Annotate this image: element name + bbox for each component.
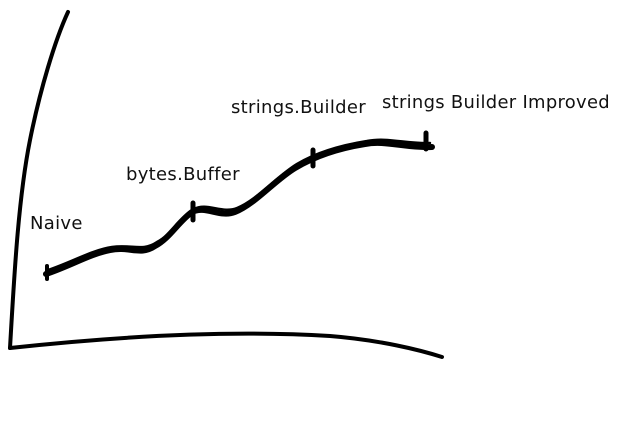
naive-label: Naive bbox=[30, 213, 83, 234]
y-axis bbox=[8, 10, 70, 350]
strings-builder-improved-label: strings Builder Improved bbox=[382, 92, 610, 113]
x-axis bbox=[8, 331, 444, 359]
trend-line-overstroke bbox=[46, 138, 432, 272]
trend-line bbox=[43, 139, 435, 277]
bytes-buffer-label: bytes.Buffer bbox=[126, 164, 240, 185]
strings-builder-label: strings.Builder bbox=[231, 97, 366, 118]
